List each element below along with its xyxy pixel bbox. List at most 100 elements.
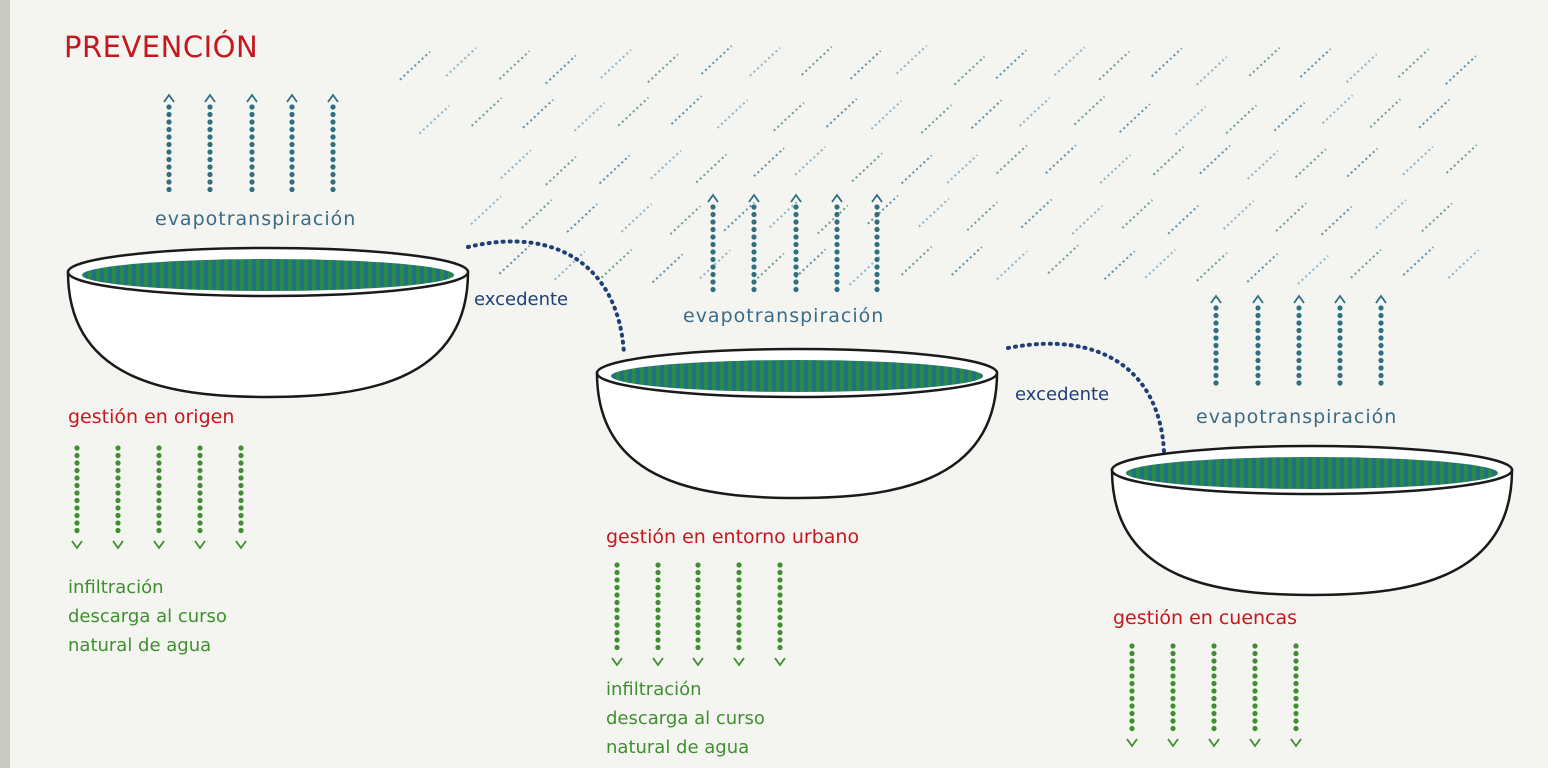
rain-streak <box>670 206 700 234</box>
arrow-dot <box>614 570 619 575</box>
arrow-head-up <box>791 195 801 202</box>
rain-streak <box>1120 104 1150 132</box>
arrow-dot <box>166 134 171 139</box>
arrow-dot <box>238 505 243 510</box>
arrow-dot <box>751 264 756 269</box>
arrow-dot <box>1211 711 1216 716</box>
arrow-dot <box>1378 380 1383 385</box>
rain-streak <box>1347 149 1377 177</box>
arrow-dot <box>74 505 79 510</box>
arrow-dot <box>74 490 79 495</box>
arrow-dot <box>1213 305 1218 310</box>
arrow-dot <box>1252 651 1257 656</box>
arrow-dot <box>115 513 120 518</box>
rain-streak <box>419 106 449 134</box>
arrow-dot <box>1170 711 1175 716</box>
arrow-dot <box>736 562 741 567</box>
rain-streak <box>1300 49 1330 77</box>
arrow-dot <box>695 630 700 635</box>
arrow-dot <box>1170 681 1175 686</box>
arrow-dot <box>1255 380 1260 385</box>
infiltration-arrow <box>775 562 785 665</box>
arrow-dot <box>1211 658 1216 663</box>
arrow-dot <box>834 287 839 292</box>
arrow-head-down <box>775 658 785 665</box>
arrow-head-up <box>287 95 297 102</box>
arrow-dot <box>695 637 700 642</box>
output-discharge: descarga al curso <box>606 704 765 733</box>
arrow-dot <box>1255 320 1260 325</box>
arrow-dot <box>249 149 254 154</box>
arrow-dot <box>207 149 212 154</box>
arrow-dot <box>74 460 79 465</box>
rain-streak <box>651 151 681 179</box>
rain-streak <box>1247 254 1277 282</box>
arrow-dot <box>874 227 879 232</box>
arrow-dot <box>1378 358 1383 363</box>
arrow-dot <box>115 505 120 510</box>
arrow-dot <box>330 142 335 147</box>
rain-streak <box>575 103 605 131</box>
rain-streak <box>499 246 529 274</box>
evaporation-arrow <box>872 195 882 292</box>
arrow-dot <box>736 622 741 627</box>
rain-streak <box>672 96 702 124</box>
arrow-dot <box>1211 688 1216 693</box>
arrow-dot <box>834 204 839 209</box>
arrow-dot <box>793 234 798 239</box>
arrow-dot <box>1213 343 1218 348</box>
arrow-dot <box>874 212 879 217</box>
arrow-dot <box>777 577 782 582</box>
arrow-dot <box>1252 658 1257 663</box>
arrow-dot <box>1296 365 1301 370</box>
arrow-dot <box>207 164 212 169</box>
rain-streak <box>1197 57 1227 85</box>
arrow-dot <box>197 445 202 450</box>
rain-streak <box>1152 48 1182 76</box>
rain-streak <box>523 100 553 128</box>
arrow-dot <box>1211 681 1216 686</box>
arrow-dot <box>655 585 660 590</box>
arrow-dot <box>710 242 715 247</box>
arrow-dot <box>156 505 161 510</box>
arrow-dot <box>197 483 202 488</box>
arrow-dot <box>330 172 335 177</box>
evaporation-arrow <box>1376 296 1386 386</box>
arrow-dot <box>1252 643 1257 648</box>
arrow-dot <box>330 112 335 117</box>
arrow-dot <box>156 468 161 473</box>
arrow-dot <box>166 119 171 124</box>
arrow-dot <box>1170 658 1175 663</box>
rain-streak <box>471 196 501 224</box>
water-surface <box>1126 457 1498 489</box>
arrow-dot <box>1129 681 1134 686</box>
rain-streak <box>1122 200 1152 228</box>
management-label-basin: gestión en cuencas <box>1113 607 1297 629</box>
arrow-dot <box>249 142 254 147</box>
rain-streak <box>1296 149 1326 177</box>
arrow-dot <box>1213 335 1218 340</box>
arrow-dot <box>197 520 202 525</box>
arrow-dot <box>655 592 660 597</box>
arrow-dot <box>74 445 79 450</box>
arrow-dot <box>1213 380 1218 385</box>
arrow-dot <box>1255 350 1260 355</box>
arrow-dot <box>1252 681 1257 686</box>
arrow-dot <box>207 112 212 117</box>
infiltration-arrow <box>693 562 703 665</box>
arrow-dot <box>289 112 294 117</box>
rain-streak <box>618 98 648 126</box>
arrow-dot <box>710 234 715 239</box>
arrow-dot <box>736 615 741 620</box>
arrow-dot <box>874 287 879 292</box>
arrow-dot <box>1252 726 1257 731</box>
infiltration-arrow <box>113 445 123 548</box>
rain-streak <box>1274 103 1304 131</box>
arrow-dot <box>1170 673 1175 678</box>
arrow-dot <box>1293 703 1298 708</box>
water-surface <box>82 259 454 291</box>
arrow-dot <box>197 498 202 503</box>
rain-streak <box>1323 95 1353 123</box>
arrow-dot <box>1252 718 1257 723</box>
rain-streak <box>796 249 826 277</box>
